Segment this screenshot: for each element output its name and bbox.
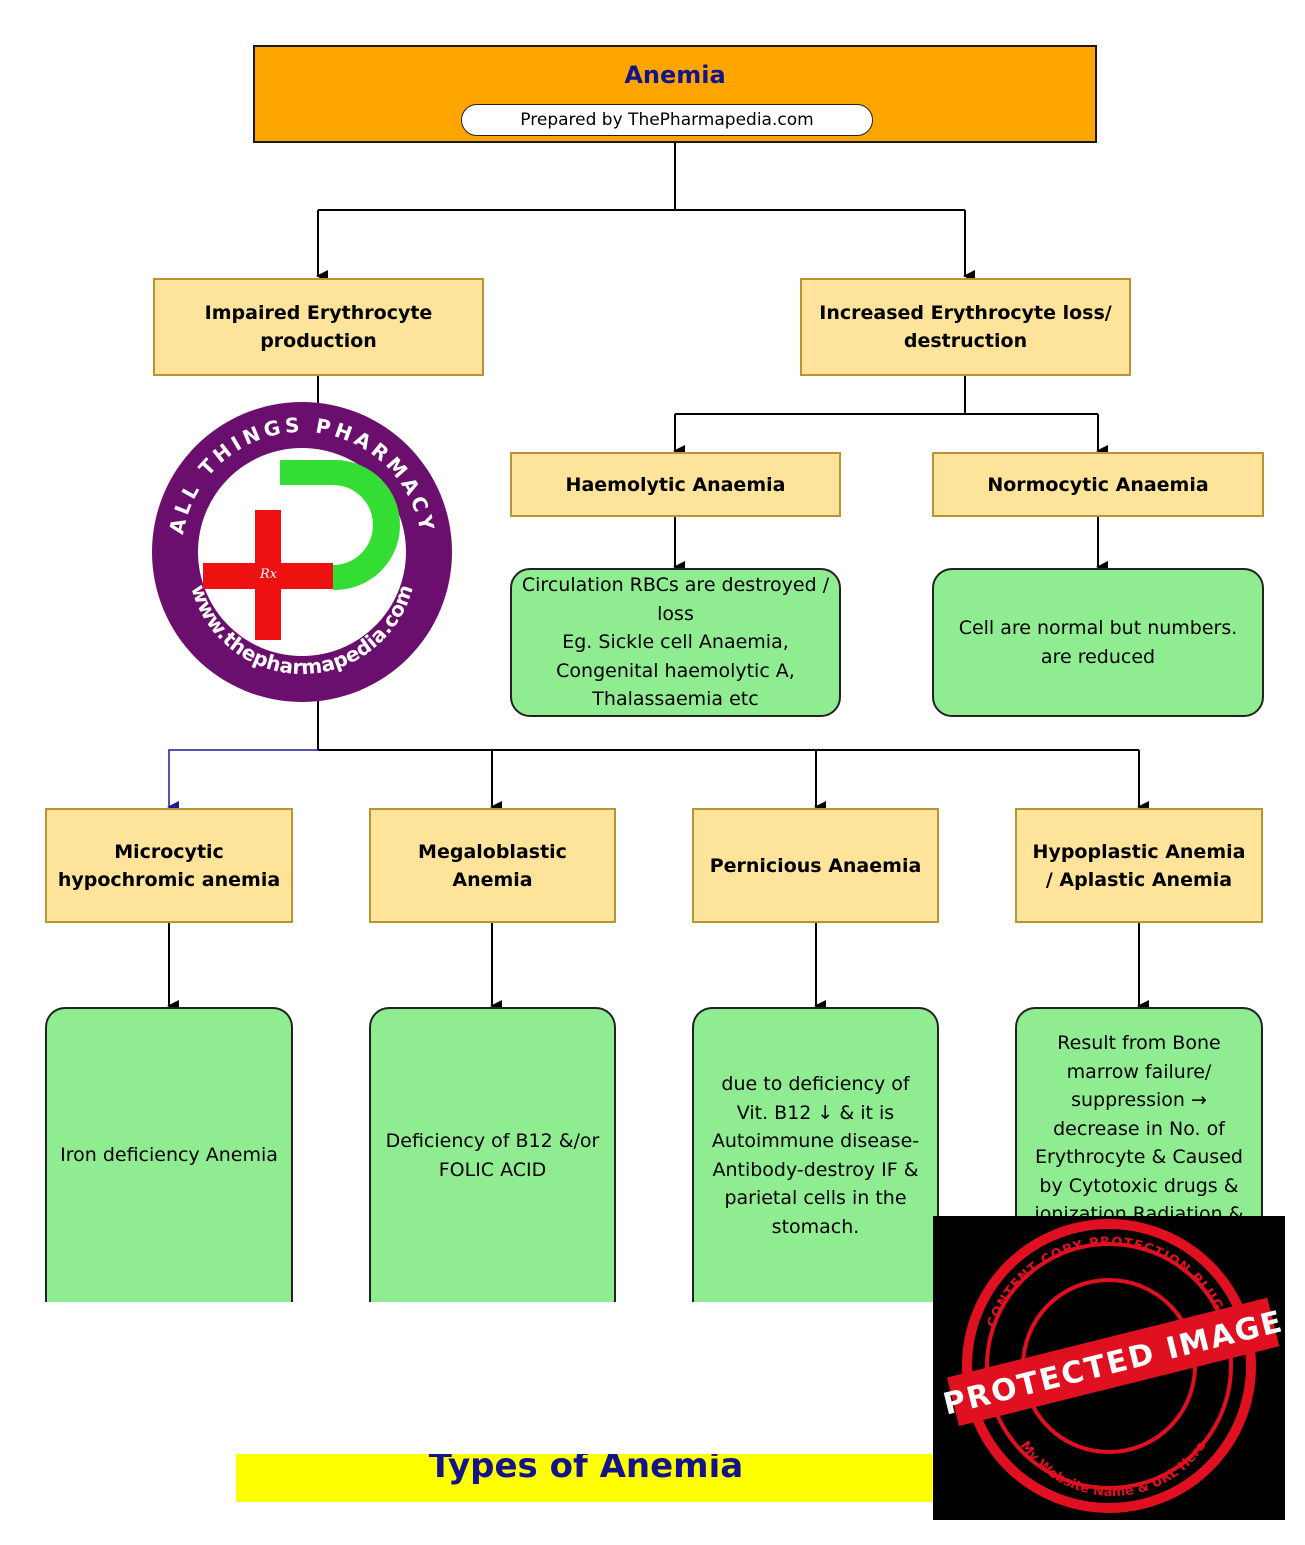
branch-increased-loss: Increased Erythrocyte loss/ destruction	[800, 278, 1131, 376]
microcytic-anemia-desc: Iron deficiency Anemia	[45, 1007, 293, 1302]
logo-rx-mark: Rx	[259, 567, 278, 582]
stamp-outer-ring	[962, 1219, 1256, 1513]
thepharmapedia-logo: ALL THINGS PHARMACY www.thepharmapedia.c…	[152, 402, 452, 702]
protected-image-stamp: CONTENT COPY PROTECTION PLUGIN My Websit…	[933, 1216, 1285, 1520]
microcytic-anemia-node: Microcytic hypochromic anemia	[45, 808, 293, 923]
pernicious-anaemia-node: Pernicious Anaemia	[692, 808, 939, 923]
pernicious-anaemia-desc: due to deficiency of Vit. B12 ↓ & it is …	[692, 1007, 939, 1302]
megaloblastic-anemia-node: Megaloblastic Anemia	[369, 808, 616, 923]
branch-impaired-production: Impaired Erythrocyte production	[153, 278, 484, 376]
normocytic-anaemia-node: Normocytic Anaemia	[932, 452, 1264, 517]
footer-banner-title: Types of Anemia	[428, 1454, 744, 1486]
normocytic-anaemia-desc: Cell are normal but numbers. are reduced	[932, 568, 1264, 717]
footer-banner: Types of Anemia	[236, 1454, 936, 1502]
logo-p-icon	[255, 460, 400, 590]
haemolytic-anaemia-desc: Circulation RBCs are destroyed / loss Eg…	[510, 568, 841, 717]
root-node: Anemia Prepared by ThePharmapedia.com	[253, 45, 1097, 143]
hypoplastic-anemia-node: Hypoplastic Anemia / Aplastic Anemia	[1015, 808, 1263, 923]
megaloblastic-anemia-desc: Deficiency of B12 &/or FOLIC ACID	[369, 1007, 616, 1302]
hypoplastic-anemia-desc-text: Result from Bone marrow failure/ suppres…	[1034, 1032, 1244, 1225]
haemolytic-anaemia-node: Haemolytic Anaemia	[510, 452, 841, 517]
root-subtitle: Prepared by ThePharmapedia.com	[461, 104, 873, 136]
stamp-banner	[946, 1297, 1280, 1427]
root-title: Anemia	[624, 61, 726, 89]
